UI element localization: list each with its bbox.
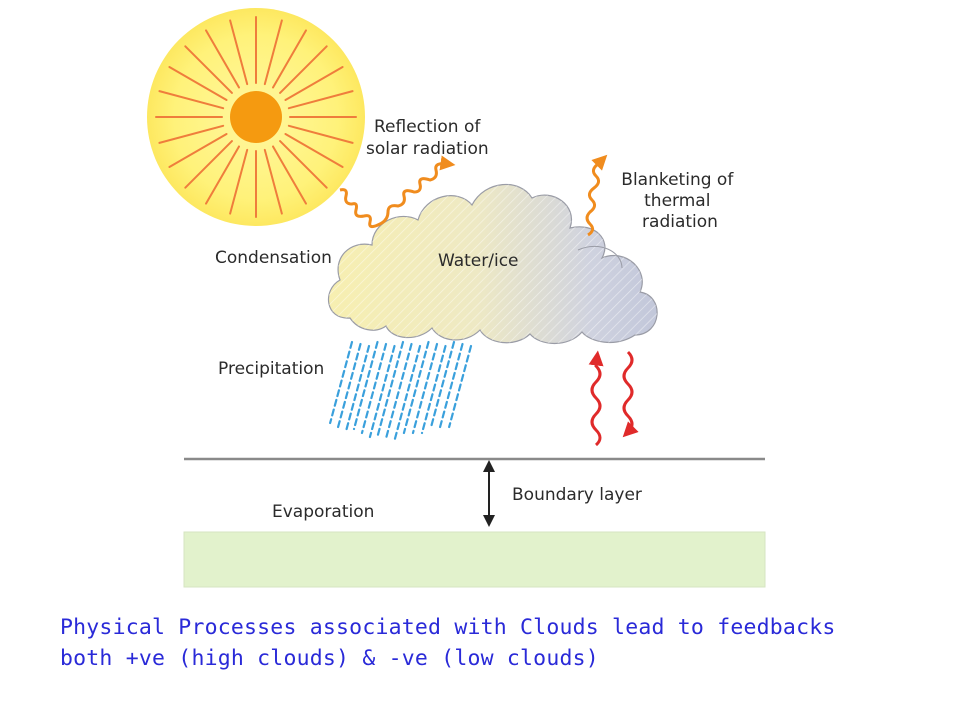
sun-ray: [205, 145, 240, 205]
sun-ray: [272, 29, 307, 89]
rain-streak: [402, 340, 430, 435]
rain-streak: [376, 340, 405, 437]
sun-ray: [263, 148, 283, 215]
sun-ray: [279, 45, 328, 94]
rain-streak: [448, 344, 473, 429]
thermal-up-wavy-arrow-icon: [588, 350, 604, 447]
rain-streak: [393, 344, 422, 441]
rain-streak: [429, 340, 456, 429]
sun-ray: [184, 140, 233, 189]
sun-ray: [287, 124, 354, 144]
sun-ray: [168, 66, 228, 101]
sun-ray: [272, 145, 307, 205]
sun-ray: [158, 124, 225, 144]
boundary-layer-label: Boundary layer: [512, 485, 642, 505]
ground-surface: [183, 531, 766, 588]
water-ice-label: Water/ice: [438, 251, 519, 271]
rain-streak: [336, 342, 362, 429]
thermal-blanketing-wavy-arrow-icon: [585, 154, 608, 237]
thermal-down-wavy-arrow-icon: [622, 350, 639, 438]
cloud-icon: [327, 184, 658, 344]
rain-streak: [438, 342, 464, 429]
rain-streak: [329, 340, 354, 425]
caption: Physical Processes associated with Cloud…: [60, 612, 940, 674]
sun-ray: [205, 29, 240, 89]
caption-line-1: Physical Processes associated with Cloud…: [60, 615, 836, 640]
condensation-label: Condensation: [215, 248, 332, 268]
sun-ray: [279, 140, 328, 189]
rain-streak: [384, 342, 413, 441]
caption-line-2: both +ve (high clouds) & -ve (low clouds…: [60, 646, 599, 671]
rain-streak: [344, 344, 371, 433]
solar-reflection-wavy-arrow-icon: [339, 155, 456, 229]
reflection-label: Reflection of solar radiation: [366, 117, 489, 159]
rain-streak: [368, 344, 396, 439]
rain-streak: [411, 342, 439, 435]
rain-streak: [360, 342, 388, 435]
sun-ray: [229, 19, 249, 86]
sun-ray: [263, 19, 283, 86]
sun-ray: [158, 90, 225, 110]
precipitation-label: Precipitation: [218, 359, 324, 379]
evaporation-label: Evaporation: [272, 502, 374, 522]
sun-ray: [287, 90, 354, 110]
rain-icon: [329, 340, 473, 441]
sun-icon: [147, 8, 365, 226]
sun-ray: [229, 148, 249, 215]
sun-ray: [284, 133, 344, 168]
sun-ray: [184, 45, 233, 94]
blanketing-label: Blanketing of thermal radiation: [621, 170, 738, 232]
rain-streak: [352, 340, 379, 431]
sun-ray: [284, 66, 344, 101]
sun-ray: [168, 133, 228, 168]
rain-streak: [420, 344, 447, 435]
